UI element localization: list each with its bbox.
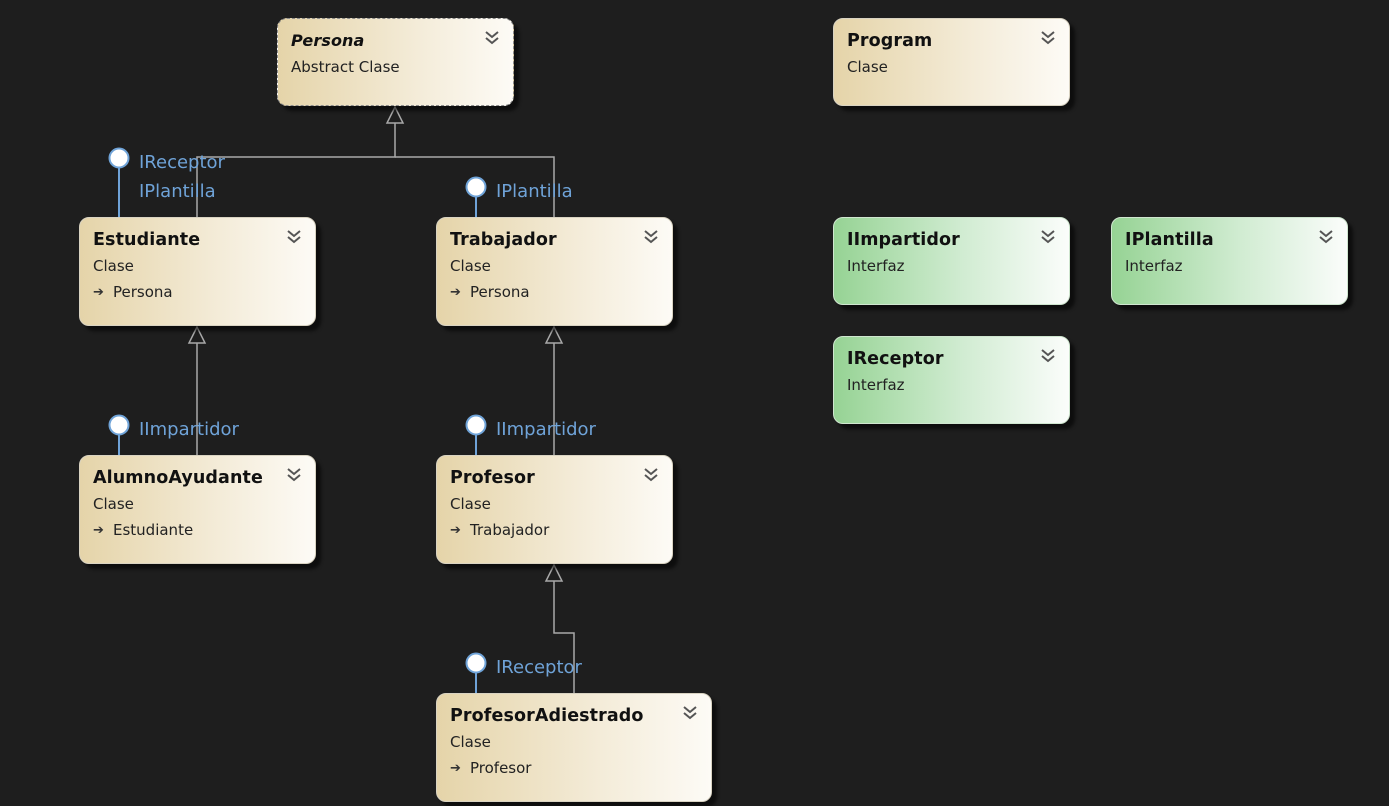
chevron-down-icon[interactable] [642, 466, 660, 484]
inheritance-trabajador-persona [395, 156, 555, 217]
inheritance-arrowhead-estudiante [187, 325, 207, 344]
class-box-estudiante[interactable]: Estudiante Clase ➔ Persona [79, 217, 316, 326]
base-class: ➔ Trabajador [450, 521, 549, 539]
class-box-program[interactable]: Program Clase [833, 18, 1070, 106]
inheritance-arrow-icon: ➔ [450, 760, 461, 776]
lollipop-label: IReceptor [139, 152, 225, 173]
base-class: ➔ Persona [450, 283, 530, 301]
inheritance-arrowhead-profesor [544, 563, 564, 582]
class-kind: Clase [93, 495, 134, 513]
lollipop-label: IImpartidor [496, 419, 596, 440]
inheritance-profesoradiestrado-profesor [553, 581, 575, 693]
inheritance-arrow-icon: ➔ [93, 284, 104, 300]
chevron-down-icon[interactable] [1039, 29, 1057, 47]
base-class-name: Trabajador [470, 521, 550, 539]
lollipop-circle-estudiante [108, 147, 130, 169]
lollipop-label: IPlantilla [139, 181, 216, 202]
interface-kind: Interfaz [847, 376, 905, 394]
base-class-name: Persona [113, 283, 173, 301]
chevron-down-icon[interactable] [285, 228, 303, 246]
interface-name: IPlantilla [1125, 230, 1214, 250]
inheritance-arrowhead-trabajador [544, 325, 564, 344]
inheritance-arrow-icon: ➔ [93, 522, 104, 538]
class-box-alumnoayudante[interactable]: AlumnoAyudante Clase ➔ Estudiante [79, 455, 316, 564]
class-name: Program [847, 31, 933, 51]
base-class: ➔ Persona [93, 283, 173, 301]
chevron-down-icon[interactable] [1317, 228, 1335, 246]
class-name: AlumnoAyudante [93, 468, 263, 488]
class-kind: Clase [450, 257, 491, 275]
inheritance-estudiante-persona [196, 123, 396, 217]
lollipop-label: IImpartidor [139, 419, 239, 440]
chevron-down-icon[interactable] [1039, 228, 1057, 246]
interface-name: IImpartidor [847, 230, 960, 250]
class-kind: Abstract Clase [291, 58, 400, 76]
base-class: ➔ Estudiante [93, 521, 193, 539]
class-name: Estudiante [93, 230, 201, 250]
interface-box-iplantilla[interactable]: IPlantilla Interfaz [1111, 217, 1348, 305]
inheritance-arrow-icon: ➔ [450, 522, 461, 538]
interface-name: IReceptor [847, 349, 944, 369]
class-kind: Clase [450, 495, 491, 513]
base-class: ➔ Profesor [450, 759, 531, 777]
lollipop-labels-profesoradiestrado: IReceptor [496, 653, 582, 682]
lollipop-labels-profesor: IImpartidor [496, 415, 596, 444]
class-box-profesoradiestrado[interactable]: ProfesorAdiestrado Clase ➔ Profesor [436, 693, 712, 802]
class-name: Profesor [450, 468, 535, 488]
chevron-down-icon[interactable] [483, 29, 501, 47]
interface-box-iimpartidor[interactable]: IImpartidor Interfaz [833, 217, 1070, 305]
lollipop-circle-profesor [465, 414, 487, 436]
chevron-down-icon[interactable] [285, 466, 303, 484]
class-name: Persona [291, 31, 365, 50]
class-box-persona[interactable]: Persona Abstract Clase [277, 18, 514, 106]
lollipop-circle-trabajador [465, 176, 487, 198]
lollipop-circle-profesoradiestrado [465, 652, 487, 674]
lollipop-label: IPlantilla [496, 181, 573, 202]
class-name: Trabajador [450, 230, 557, 250]
base-class-name: Profesor [470, 759, 532, 777]
class-kind: Clase [93, 257, 134, 275]
class-box-trabajador[interactable]: Trabajador Clase ➔ Persona [436, 217, 673, 326]
interface-kind: Interfaz [847, 257, 905, 275]
lollipop-labels-alumnoayudante: IImpartidor [139, 415, 239, 444]
class-kind: Clase [847, 58, 888, 76]
inheritance-arrow-icon: ➔ [450, 284, 461, 300]
lollipop-label: IReceptor [496, 657, 582, 678]
class-box-profesor[interactable]: Profesor Clase ➔ Trabajador [436, 455, 673, 564]
lollipop-circle-alumnoayudante [108, 414, 130, 436]
chevron-down-icon[interactable] [642, 228, 660, 246]
interface-box-ireceptor[interactable]: IReceptor Interfaz [833, 336, 1070, 424]
interface-kind: Interfaz [1125, 257, 1183, 275]
chevron-down-icon[interactable] [681, 704, 699, 722]
inheritance-arrowhead-persona [385, 105, 405, 124]
lollipop-labels-trabajador: IPlantilla [496, 177, 573, 206]
lollipop-labels-estudiante: IReceptor IPlantilla [139, 148, 225, 206]
class-name: ProfesorAdiestrado [450, 706, 644, 726]
chevron-down-icon[interactable] [1039, 347, 1057, 365]
base-class-name: Estudiante [113, 521, 194, 539]
base-class-name: Persona [470, 283, 530, 301]
class-kind: Clase [450, 733, 491, 751]
